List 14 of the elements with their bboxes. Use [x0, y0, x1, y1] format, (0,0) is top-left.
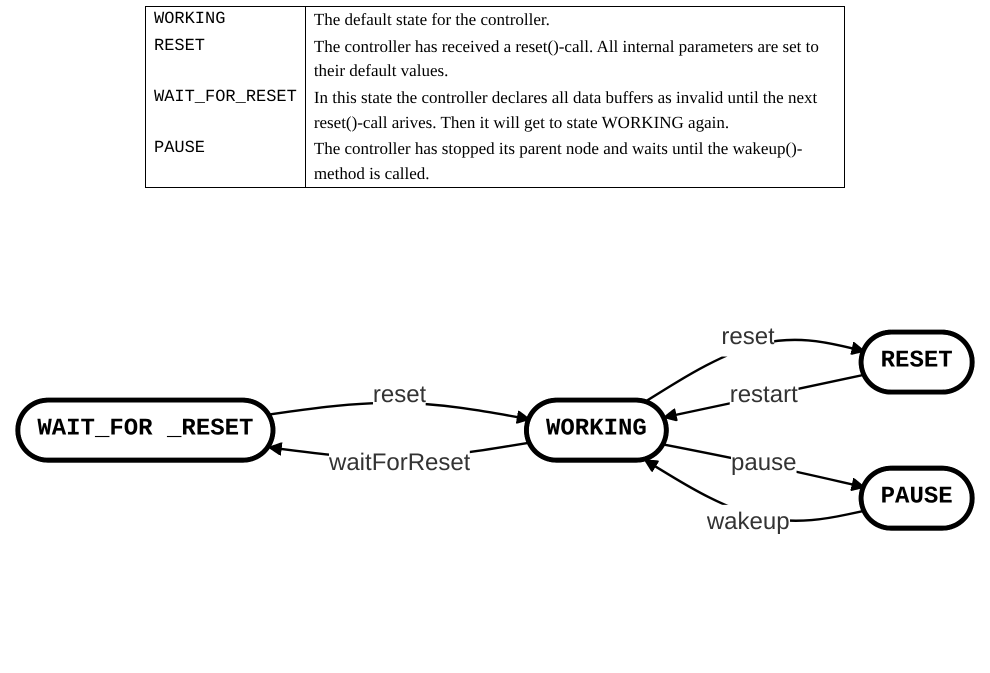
- edge-label: reset: [721, 323, 775, 351]
- description-cell: The controller has stopped its parent node and waits until the wakeup()-method is called.: [305, 136, 844, 188]
- state-name-cell: PAUSE: [146, 136, 306, 188]
- edge-label: waitForReset: [328, 450, 470, 478]
- edge-label: pause: [731, 450, 796, 478]
- edge-label: wakeup: [706, 508, 790, 536]
- state-name-cell: WORKING: [146, 6, 306, 34]
- description-cell: The default state for the controller.: [305, 6, 844, 34]
- edge-label: reset: [372, 382, 426, 410]
- state-name-cell: RESET: [146, 34, 306, 85]
- state-name-cell: WAIT_FOR_RESET: [146, 84, 306, 136]
- description-cell: In this state the controller declares all data buffers as invalid until the next reset()-call arives. Then it will get to state WORKING again.: [305, 84, 844, 136]
- edge-label: restart: [730, 382, 798, 409]
- description-cell: The controller has received a reset()-call. All internal parameters are set to their default values.: [305, 34, 844, 85]
